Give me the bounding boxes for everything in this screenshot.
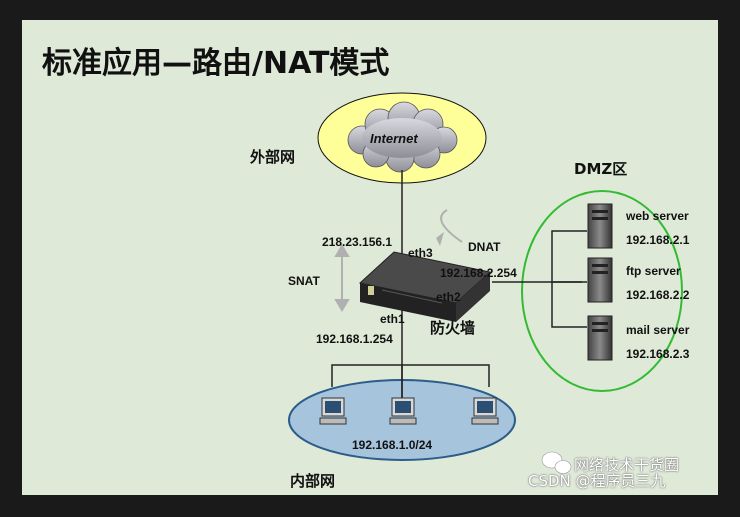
- firewall-label: 防火墙: [430, 319, 476, 337]
- pc-icon: [389, 397, 417, 425]
- page-title: 标准应用—路由/NAT模式: [42, 46, 390, 81]
- watermark-line2: CSDN @程序员三九: [528, 472, 666, 490]
- snat-label: SNAT: [288, 274, 320, 288]
- internal-gateway-label: 192.168.1.254: [316, 332, 393, 346]
- firewall-device: [358, 251, 492, 322]
- dnat-label: DNAT: [468, 240, 501, 254]
- dmz-zone: [521, 190, 683, 392]
- server-name: web server: [626, 209, 689, 223]
- eth1-label: eth1: [380, 312, 405, 326]
- server-ip: 192.168.2.2: [626, 288, 690, 302]
- external-zone-label: 外部网: [250, 148, 296, 166]
- pc-icon: [319, 397, 347, 425]
- snat-arrow: [334, 244, 350, 312]
- eth3-label: eth3: [408, 246, 433, 260]
- pc-icon: [471, 397, 499, 425]
- server-name: ftp server: [626, 264, 681, 278]
- connection-lines: [331, 170, 587, 405]
- dnat-arrow: [436, 209, 463, 246]
- network-diagram: [288, 92, 683, 474]
- server-icon: [587, 315, 613, 361]
- dmz-zone-label: DMZ区: [574, 160, 628, 178]
- eth2-label: eth2: [436, 290, 461, 304]
- server-ip: 192.168.2.3: [626, 347, 690, 361]
- internal-zone-label: 内部网: [290, 472, 336, 490]
- external-ip-label: 218.23.156.1: [322, 235, 393, 249]
- subnet-label: 192.168.1.0/24: [352, 438, 433, 452]
- internet-label: Internet: [370, 131, 418, 146]
- slide: 标准应用—路由/NAT模式 Internet 外部网 DMZ区 防火墙 内部网 …: [22, 20, 718, 495]
- server-ip: 192.168.2.1: [626, 233, 690, 247]
- server-icon: [587, 257, 613, 303]
- server-icon: [587, 203, 613, 249]
- watermark-line1: 网络技术干货圈: [574, 456, 680, 474]
- dmz-gateway-label: 192.168.2.254: [440, 266, 517, 280]
- server-name: mail server: [626, 323, 690, 337]
- cloud-icon: [347, 101, 458, 173]
- wechat-icon: [541, 451, 572, 474]
